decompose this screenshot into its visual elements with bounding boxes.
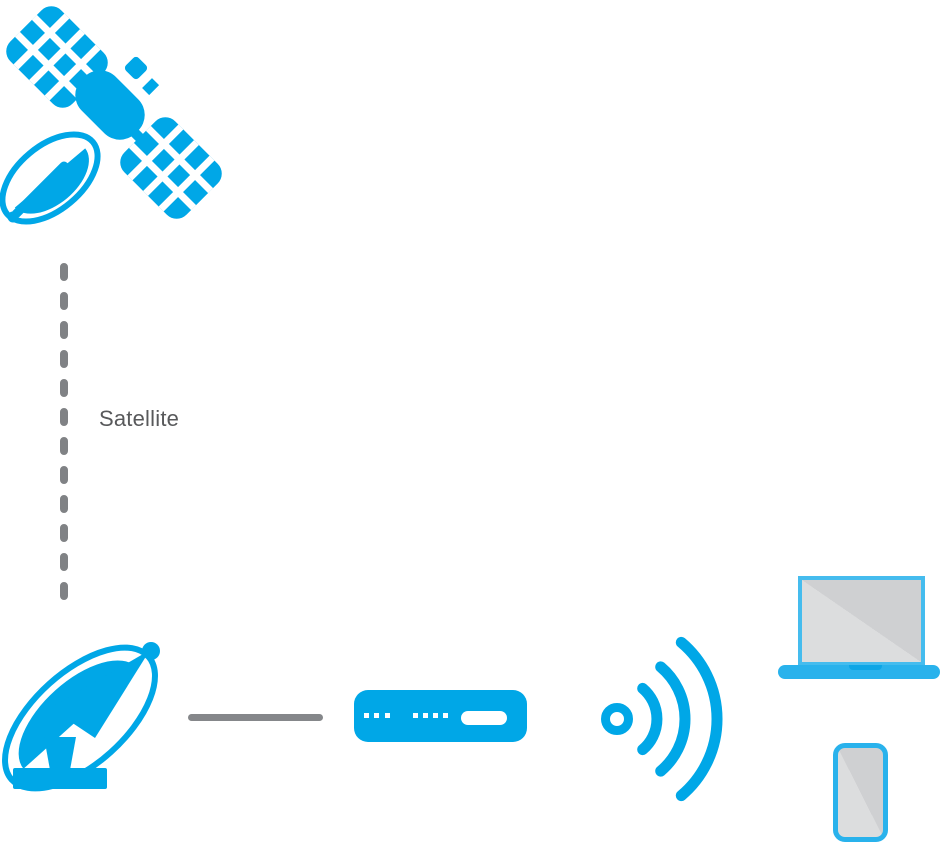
laptop-screen	[798, 576, 925, 666]
laptop-notch	[849, 665, 882, 670]
satellite-antenna-icon	[0, 131, 101, 225]
modem-led	[374, 713, 379, 718]
modem-led	[433, 713, 438, 718]
laptop-icon	[778, 572, 940, 680]
modem-led	[413, 713, 418, 718]
smartphone-icon	[833, 743, 888, 842]
modem-router-icon	[354, 690, 527, 742]
solar-panel-icon	[120, 117, 222, 219]
dish-modem-cable	[188, 714, 323, 721]
satellite-link-label: Satellite	[99, 406, 180, 431]
modem-led	[364, 713, 369, 718]
satellite-icon	[0, 6, 222, 225]
laptop-base	[778, 665, 940, 679]
satellite-link-dashed-line	[60, 263, 68, 609]
modem-led	[443, 713, 448, 718]
satellite-dish-icon	[2, 642, 160, 792]
modem-panel	[461, 711, 507, 725]
wifi-signal-icon	[601, 636, 723, 802]
modem-led	[385, 713, 390, 718]
modem-led	[423, 713, 428, 718]
